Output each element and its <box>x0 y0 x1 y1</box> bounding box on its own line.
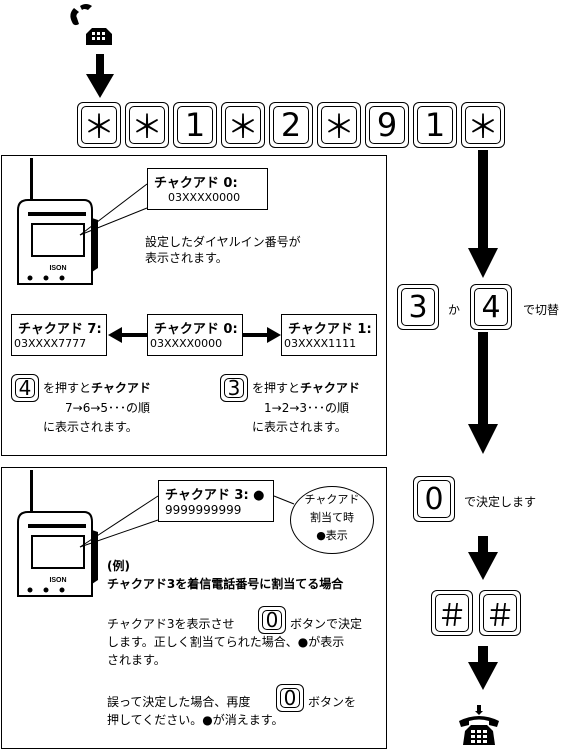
decide-text: で決定します <box>464 495 537 509</box>
example-heading: チャクアド3を着信電話番号に割当てる場合 <box>107 577 344 591</box>
arrow-right-icon <box>243 327 281 343</box>
key-star[interactable]: ＊ <box>317 102 361 148</box>
label-chakuad-7: チャクアド 7: 03XXXX7777 <box>11 314 107 356</box>
arrow-left-icon <box>108 327 148 343</box>
phs-handset-illustration: ISON <box>17 470 98 597</box>
para1-line3: されます。 <box>107 653 166 667</box>
callout-label: チャクアド 3: ● 9999999999 <box>158 480 274 522</box>
key-9[interactable]: 9 <box>365 102 409 148</box>
handset-offhook-icon <box>70 4 112 45</box>
key-2[interactable]: 2 <box>269 102 313 148</box>
key-star[interactable]: ＊ <box>461 102 505 148</box>
key-1[interactable]: 1 <box>413 102 457 148</box>
label-chakuad-1: チャクアド 1: 03XXXX1111 <box>281 314 377 356</box>
label-chakuad-0: チャクアド 0: 03XXXX0000 <box>147 314 243 356</box>
flow-arrow-short <box>468 536 498 580</box>
para2-line1b: ボタンを <box>308 695 357 709</box>
left-note-line2: 7→6→5･･･の順 <box>65 401 151 415</box>
switch-or-text: か <box>448 303 461 317</box>
right-note-line1: を押すとチャクアド <box>252 381 360 395</box>
key-3-small[interactable]: 3 <box>220 374 248 402</box>
callout-title: チャクアド 0: <box>154 176 238 191</box>
brand-text: ISON <box>49 265 66 272</box>
key-hash[interactable]: ＃ <box>479 590 521 636</box>
switch-text: で切替 <box>523 303 560 317</box>
key-1[interactable]: 1 <box>173 102 217 148</box>
arrow-down-icon <box>86 54 114 98</box>
phs-handset-illustration: ISON <box>17 158 98 285</box>
display-panel-assign: ISON チャクアド 3: ● 9999999999 チャクアド 割当て時 ●表… <box>1 467 387 749</box>
phone-onhook-icon <box>459 705 499 745</box>
key-4-small[interactable]: 4 <box>11 374 39 402</box>
key-0-decide[interactable]: 0 <box>413 476 455 522</box>
para2-line2: 押してください。●が消えます。 <box>107 713 284 727</box>
right-note-line3: に表示されます。 <box>252 420 347 434</box>
key-star[interactable]: ＊ <box>125 102 169 148</box>
key-hash[interactable]: ＃ <box>431 590 473 636</box>
assigned-marker: ● <box>253 488 265 503</box>
description-line: 表示されます。 <box>145 251 228 265</box>
callout-leader-line <box>79 495 295 548</box>
key-0-small[interactable]: 0 <box>276 684 304 712</box>
description-line: 設定したダイヤルイン番号が <box>145 235 301 249</box>
callout-label: チャクアド 0: 03XXXX0000 <box>147 168 268 210</box>
flow-arrow-long <box>468 332 498 454</box>
assigned-bubble: チャクアド 割当て時 ●表示 <box>290 486 374 554</box>
key-4-switch[interactable]: 4 <box>470 284 512 330</box>
flow-arrow-short <box>468 646 498 690</box>
para1-line1b: ボタンで決定 <box>290 617 363 631</box>
left-note-line3: に表示されます。 <box>43 420 138 434</box>
left-note-line1: を押すとチャクアド <box>43 381 151 395</box>
key-0-small[interactable]: 0 <box>258 606 286 634</box>
callout-value: 03XXXX0000 <box>168 191 241 204</box>
para2-line1: 誤って決定した場合、再度 <box>107 695 251 709</box>
para1-line1: チャクアド3を表示させ <box>107 617 235 631</box>
callout-value: 9999999999 <box>165 503 242 517</box>
flow-arrow-long <box>468 150 498 278</box>
display-panel-browse: ISON チャクアド 0: 03XXXX0000 設定したダイヤルイン番号が 表… <box>1 155 387 456</box>
key-star[interactable]: ＊ <box>77 102 121 148</box>
para1-line2: します。正しく割当てられた場合、●が表示 <box>107 635 345 649</box>
key-star[interactable]: ＊ <box>221 102 265 148</box>
key-3-switch[interactable]: 3 <box>397 284 439 330</box>
callout-leader-line <box>79 183 148 236</box>
brand-text: ISON <box>49 577 66 584</box>
example-title: (例) <box>107 559 130 573</box>
right-note-line2: 1→2→3･･･の順 <box>264 401 350 415</box>
